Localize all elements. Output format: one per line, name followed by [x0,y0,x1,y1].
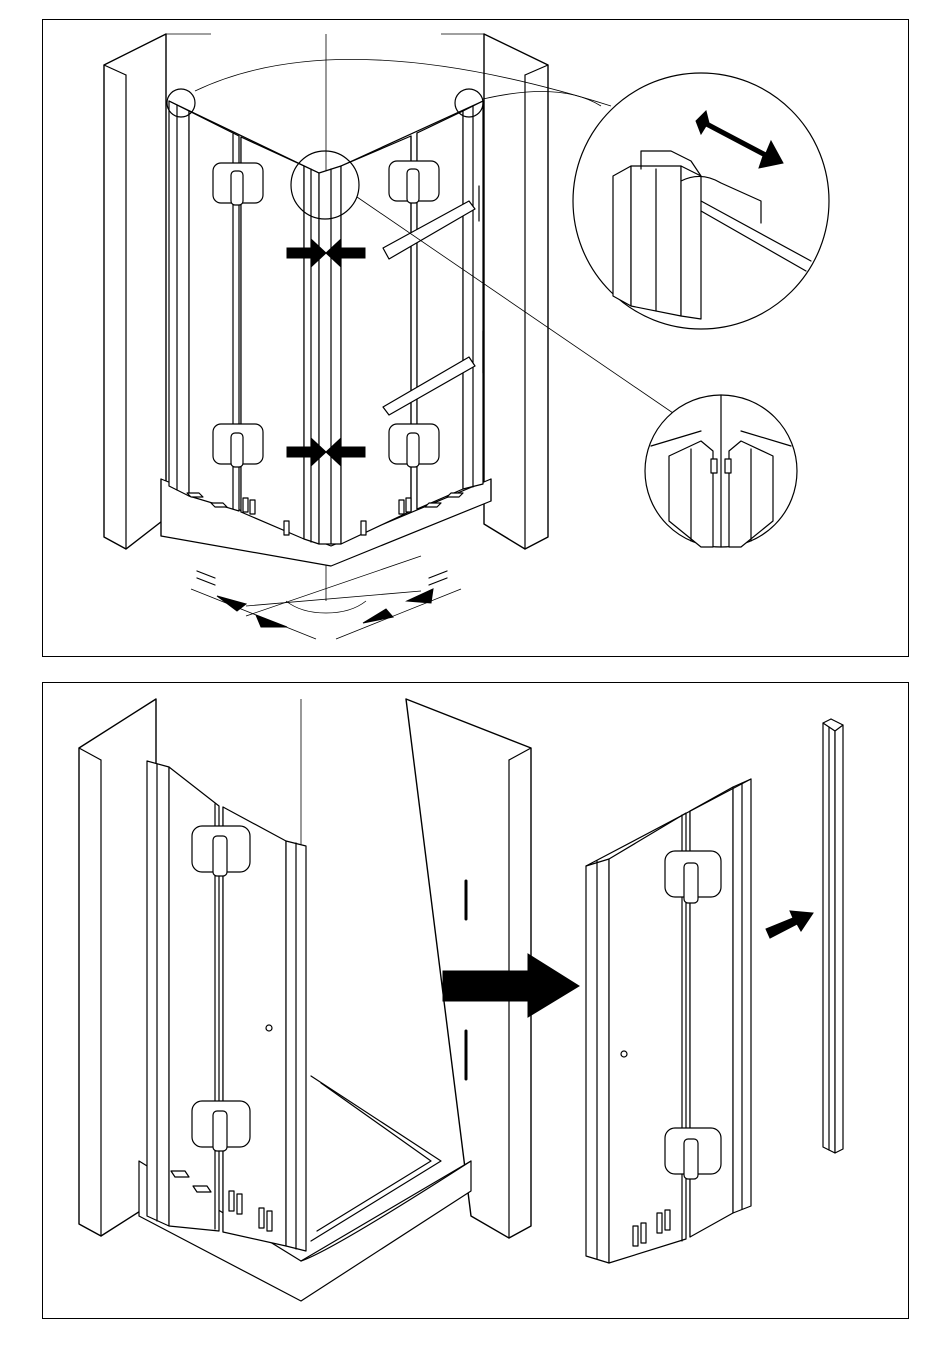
hinge-bottom-left [213,424,263,467]
left-wall [104,34,166,549]
equal-sign-right [429,571,447,585]
hinge-bottom-right [389,424,439,467]
hinge-top-left [213,163,263,205]
step-a-drawing [43,20,910,658]
hinge-top-right [389,161,439,203]
right-wall [484,34,548,549]
corner-profile-detail [645,395,797,547]
wall-profile [823,719,843,1153]
installed-folding-door [147,761,306,1251]
installation-step-b-panel [42,682,909,1319]
equal-sign-left [197,571,215,585]
insert-arrow [766,911,813,938]
hinge-corner-detail [573,73,829,329]
step-b-drawing [43,683,910,1320]
installation-step-a-panel [42,19,909,657]
removed-folding-door [586,779,751,1263]
left-wall [79,699,156,1236]
